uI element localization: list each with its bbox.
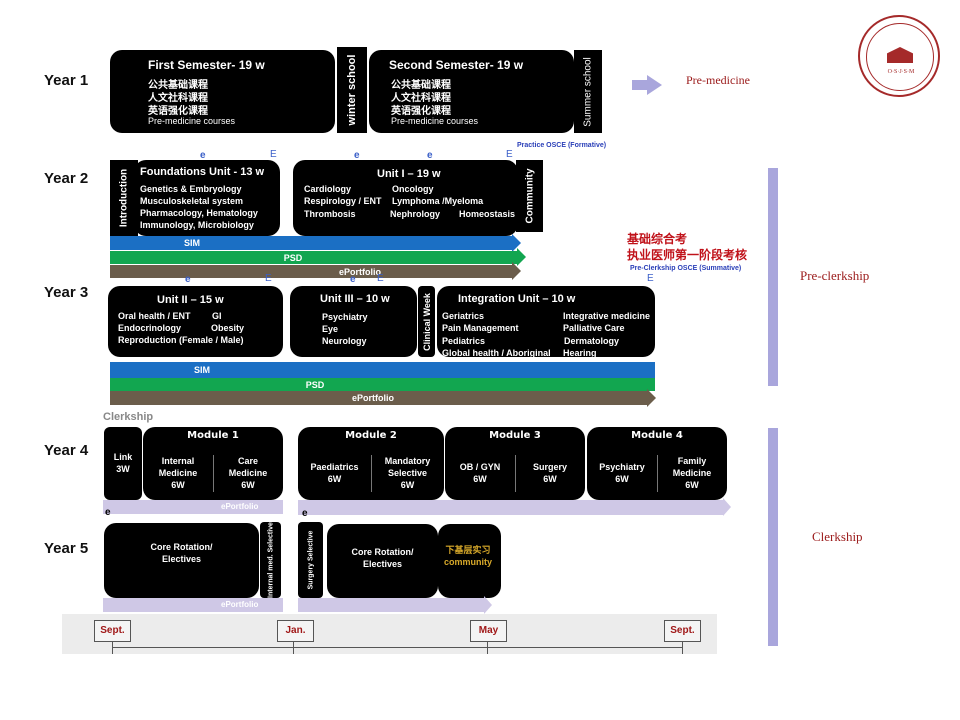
module-cell-text: Internal: [161, 456, 195, 466]
lavender-bar-year4-right: [298, 500, 723, 515]
exam-cn-line-2: 执业医师第一阶段考核: [627, 248, 748, 262]
eportfolio-bar: ePortfolio: [110, 265, 512, 278]
year-5-label: Year 5: [44, 540, 89, 557]
module-cell-text: 6W: [400, 480, 415, 490]
lavender-bar-year5-right: [298, 598, 484, 612]
marker-e: e: [302, 508, 308, 519]
year-1-label: Year 1: [44, 72, 89, 89]
module-cell-text: 6W: [241, 480, 255, 490]
module-cell-text: 6W: [685, 480, 699, 490]
month-sept-end: Sept.: [664, 620, 701, 642]
tick: [682, 640, 683, 654]
clerkship-label: Clerkship: [812, 529, 863, 544]
winter-school-block: winter school: [337, 47, 367, 133]
year-3-label: Year 3: [44, 284, 89, 301]
foundations-unit-block: Foundations Unit - 13 w Genetics & Embry…: [134, 160, 280, 236]
lavender-arrowhead: [723, 498, 731, 516]
eportfolio-bar-year4-left: ePortfolio: [103, 500, 283, 514]
introduction-block: Introduction: [110, 160, 138, 236]
module-3-block: Module 3 OB / GYN 6W Surgery 6W: [445, 427, 585, 500]
core-rotation-block-2: Core Rotation/ Electives: [327, 524, 438, 598]
marker-e: e: [105, 507, 111, 518]
psd-bar: PSD: [110, 251, 517, 264]
module-title: Module 3: [489, 430, 541, 441]
unit-2-block: Unit II – 15 w Oral health / ENT Endocri…: [108, 286, 283, 357]
module-cell-text: Medicine: [158, 468, 198, 478]
clinical-week-block: Clinical Week: [418, 286, 435, 357]
clerkship-heading: Clerkship: [103, 411, 154, 423]
module-cell-text: 6W: [615, 474, 629, 484]
year-4-label: Year 4: [44, 442, 89, 459]
summer-school-block: Summer school: [574, 50, 602, 133]
year-2-label: Year 2: [44, 170, 89, 187]
tick: [487, 640, 488, 654]
practice-osce-label: Practice OSCE (Formative): [517, 142, 607, 149]
module-cell-text: Medicine: [672, 468, 712, 478]
integration-unit-block: Integration Unit – 10 w Geriatrics Pain …: [437, 286, 655, 358]
month-jan: Jan.: [277, 620, 314, 642]
tick: [293, 640, 294, 654]
module-cell-text: Care: [237, 456, 258, 466]
sim-arrowhead: [512, 234, 521, 252]
module-cell-text: Mandatory: [384, 456, 431, 466]
module-cell-text: 6W: [473, 474, 487, 484]
month-sept: Sept.: [94, 620, 131, 642]
link-block: Link 3W: [104, 427, 142, 500]
eportfolio-arrowhead: [512, 262, 521, 280]
preclerkship-label: Pre-clerkship: [800, 268, 870, 283]
module-divider: [213, 455, 214, 492]
core-rotation-block-1: Core Rotation/ Electives: [104, 523, 259, 598]
module-cell-text: 6W: [327, 474, 342, 484]
psd-bar-year3: PSD: [110, 378, 655, 391]
module-cell-text: Medicine: [228, 468, 268, 478]
module-cell-text: Selective: [387, 468, 428, 478]
school-seal-logo: O·S·J·S·M: [858, 15, 940, 97]
module-title: Module 4: [631, 430, 683, 441]
arrow-head: [647, 75, 662, 95]
eportfolio-bar-year3: ePortfolio: [110, 391, 647, 405]
module-divider: [657, 455, 658, 492]
unit-1-block: Unit I – 19 w Cardiology Respirology / E…: [293, 160, 518, 236]
preclerkship-osce-label: Pre-Clerkship OSCE (Summative): [630, 265, 742, 272]
module-divider: [515, 455, 516, 492]
preclerkship-bracket: [768, 168, 778, 386]
internal-med-selective-block: Internal med. Selective: [260, 522, 281, 598]
clerkship-bracket: [768, 428, 778, 646]
first-semester-block: First Semester- 19 w 公共基础课程 人文社科课程 英语强化课…: [110, 50, 335, 133]
module-cell-text: Surgery: [532, 462, 567, 472]
month-may: May: [470, 620, 507, 642]
timeline-background: [62, 614, 717, 654]
psd-arrowhead: [517, 248, 526, 266]
sim-bar-year3: SIM: [110, 362, 655, 378]
sim-bar: SIM: [110, 236, 512, 250]
module-title: Module 2: [345, 430, 397, 441]
community-block: Community: [516, 160, 543, 232]
module-cell-text: 6W: [543, 474, 557, 484]
module-cell-text: OB / GYN: [459, 462, 501, 472]
exam-cn-line-1: 基础综合考: [627, 232, 688, 246]
community-rotation-block: 下基层实习 community: [438, 524, 501, 598]
eportfolio-arrowhead-year3: [647, 389, 656, 407]
module-title: Module 1: [187, 430, 239, 441]
timeline-axis: [112, 647, 683, 648]
eportfolio-bar-year5-left: ePortfolio: [103, 598, 283, 612]
arrow-right-icon: [632, 80, 648, 90]
pre-medicine-label: Pre-medicine: [686, 73, 750, 87]
second-semester-block: Second Semester- 19 w 公共基础课程 人文社科课程 英语强化…: [369, 50, 574, 133]
tick: [112, 640, 113, 654]
module-cell-text: Family: [677, 456, 707, 466]
lavender-arrowhead-year5: [484, 596, 492, 614]
surgery-selective-block: Surgery Selective: [298, 522, 323, 598]
module-divider: [371, 455, 372, 492]
module-cell-text: 6W: [171, 480, 185, 490]
unit-3-block: Unit III – 10 w Psychiatry Eye Neurology: [290, 286, 417, 357]
module-cell-text: Paediatrics: [310, 462, 359, 472]
module-cell-text: Psychiatry: [599, 462, 645, 472]
